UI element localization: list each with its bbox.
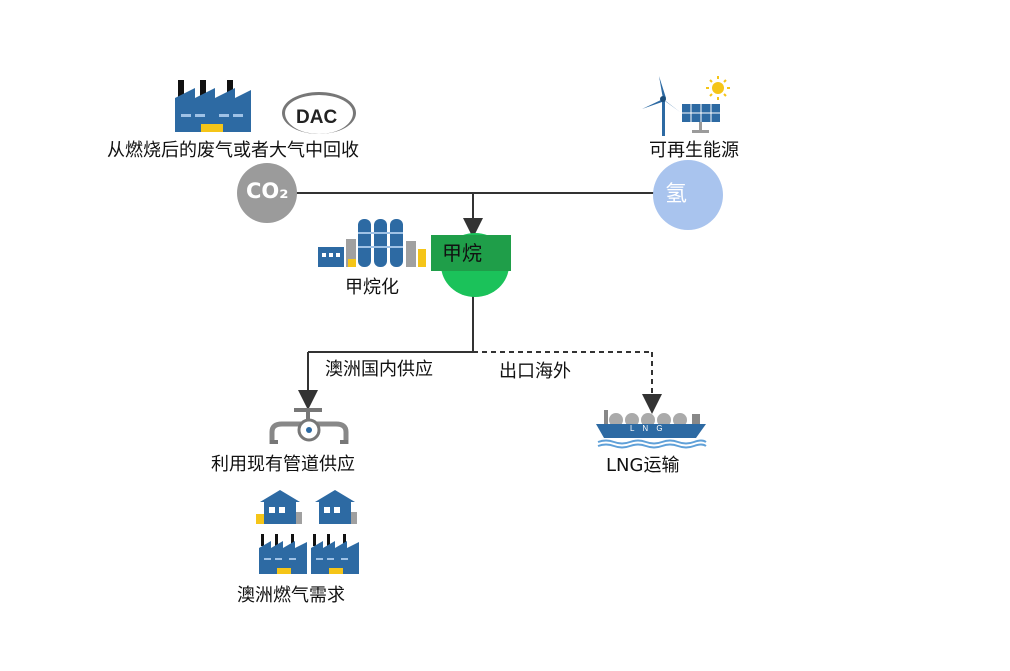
lng-label: LNG运输 — [606, 455, 680, 476]
methane-label: 甲烷 — [442, 241, 482, 265]
lng-ship-text: L N G — [630, 424, 666, 433]
capture-source-label: 从燃烧后的废气或者大气中回收 — [107, 140, 359, 161]
renewable-energy-icon — [642, 76, 730, 136]
methanation-label: 甲烷化 — [345, 277, 399, 298]
renewable-label: 可再生能源 — [649, 140, 739, 161]
factory-icon — [311, 534, 359, 574]
dac-cloud — [282, 92, 356, 134]
export-label: 出口海外 — [499, 361, 571, 382]
house-icon — [315, 490, 357, 524]
factory-icon — [259, 534, 307, 574]
methane-label-box — [431, 235, 511, 271]
house-icon — [256, 490, 302, 524]
dac-label: DAC — [296, 107, 338, 128]
demand-label: 澳洲燃气需求 — [237, 585, 345, 606]
co2-label: CO₂ — [246, 179, 289, 203]
lng-ship-icon — [596, 410, 707, 449]
factory-icon — [175, 80, 251, 132]
pipeline-label: 利用现有管道供应 — [211, 454, 355, 475]
pipeline-valve-icon — [269, 408, 349, 444]
hydrogen-label: 氢 — [665, 182, 688, 207]
co2-circle — [237, 163, 297, 223]
domestic-supply-label: 澳洲国内供应 — [325, 359, 433, 380]
hydrogen-circle — [653, 160, 723, 230]
methanation-plant-icon — [318, 219, 426, 267]
